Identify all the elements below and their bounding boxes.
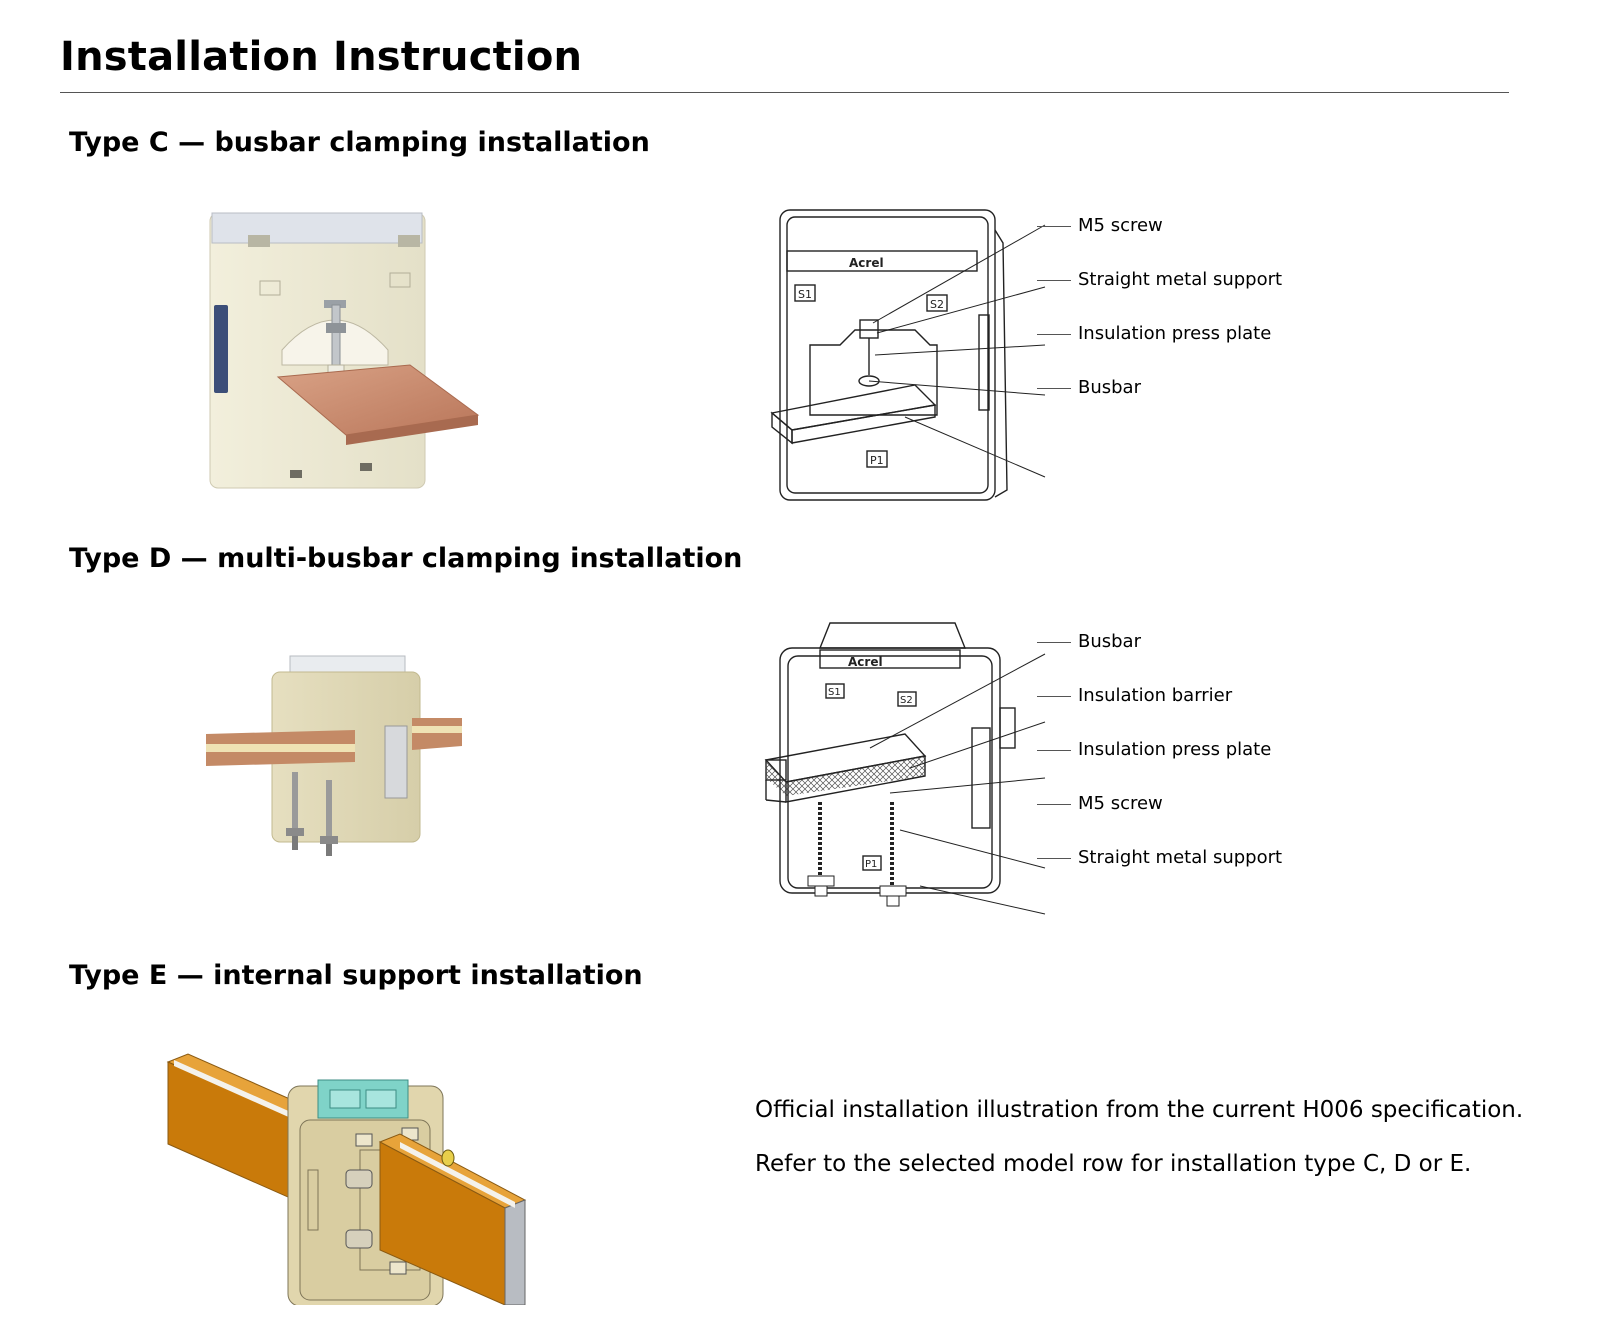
callout-leader: [1037, 279, 1071, 281]
callout-busbar: Busbar: [1037, 615, 1282, 669]
terminal-s1-label: S1: [828, 687, 841, 698]
callout-leader: [1037, 695, 1071, 697]
type-e-note-model-row: Refer to the selected model row for inst…: [755, 1151, 1472, 1177]
callout-label: Busbar: [1078, 377, 1141, 398]
callout-leader: [1037, 225, 1071, 227]
acrel-logo-mark: Acrel: [848, 655, 883, 669]
callout-label: Insulation barrier: [1078, 685, 1233, 706]
terminal-s1-label: S1: [798, 288, 812, 301]
callout-leader: [1037, 641, 1071, 643]
callout-leader: [1037, 749, 1071, 751]
callout-leader: [1037, 387, 1071, 389]
callout-label: Straight metal support: [1078, 269, 1283, 290]
callout-straight-metal-support: Straight metal support: [1037, 253, 1282, 307]
callout-insulation-barrier: Insulation barrier: [1037, 669, 1282, 723]
type-e-note-specification: Official installation illustration from …: [755, 1097, 1524, 1123]
callout-label: Busbar: [1078, 631, 1141, 652]
section-heading-type-c: Type C — busbar clamping installation: [69, 127, 650, 158]
section-heading-type-d: Type D — multi-busbar clamping installat…: [69, 543, 743, 574]
terminal-s2-label: S2: [930, 298, 944, 311]
page-title: Installation Instruction: [60, 34, 583, 80]
callout-label: M5 screw: [1078, 215, 1163, 236]
callout-straight-metal-support: Straight metal support: [1037, 831, 1282, 885]
type-e-installation-illustration: [166, 1053, 527, 1305]
callout-label: M5 screw: [1078, 793, 1163, 814]
section-heading-type-e: Type E — internal support installation: [69, 960, 643, 991]
callout-m5-screw: M5 screw: [1037, 199, 1282, 253]
callout-label: Insulation press plate: [1078, 323, 1272, 344]
terminal-s2-label: S2: [900, 695, 913, 706]
callout-insulation-press-plate: Insulation press plate: [1037, 307, 1282, 361]
callout-label: Straight metal support: [1078, 847, 1283, 868]
callout-m5-screw: M5 screw: [1037, 777, 1282, 831]
type-d-callout-list: Busbar Insulation barrier Insulation pre…: [1037, 615, 1282, 885]
type-c-callout-list: M5 screw Straight metal support Insulati…: [1037, 199, 1282, 415]
type-c-line-drawing: Acrel S1 S2 P1: [770, 209, 1046, 501]
callout-busbar: Busbar: [1037, 361, 1282, 415]
callout-leader: [1037, 333, 1071, 335]
callout-label: Insulation press plate: [1078, 739, 1272, 760]
terminal-p1-label: P1: [865, 859, 877, 870]
callout-leader: [1037, 803, 1071, 805]
type-d-line-drawing: Acrel S1 S2 P1: [764, 622, 1046, 915]
acrel-logo-mark: Acrel: [849, 256, 884, 270]
callout-insulation-press-plate: Insulation press plate: [1037, 723, 1282, 777]
terminal-p1-label: P1: [870, 454, 884, 467]
callout-leader: [1037, 857, 1071, 859]
title-divider: [60, 92, 1509, 93]
type-d-product-photo: [206, 655, 462, 856]
type-c-product-photo: [209, 212, 480, 489]
